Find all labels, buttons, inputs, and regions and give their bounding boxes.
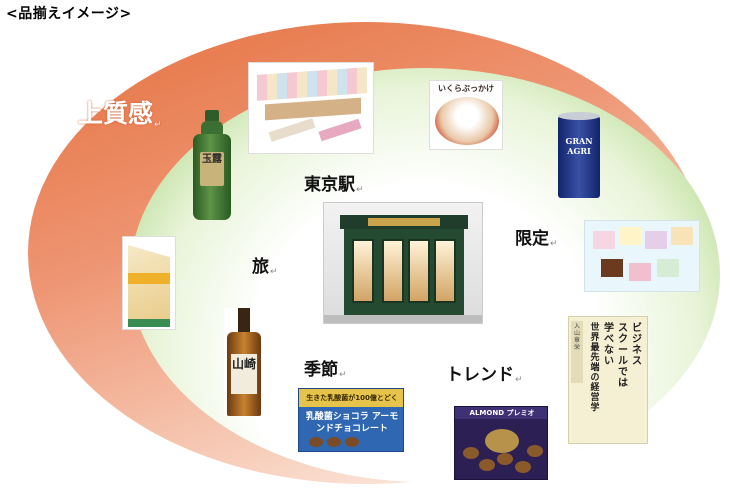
return-mark: ↵	[339, 370, 347, 380]
almond-title: ALMOND プレミオ	[455, 407, 547, 419]
almond-piece	[515, 461, 531, 473]
dish-title: いくらぶっかけ	[438, 84, 494, 93]
label-premium: 上質感↵	[78, 99, 162, 130]
return-mark: ↵	[270, 267, 278, 277]
can-brand: GRAN AGRI	[565, 136, 593, 156]
whisky-neck	[238, 308, 250, 334]
book-title-col: 学べない	[604, 323, 614, 367]
book-author-bar	[571, 321, 583, 383]
cake-piece	[629, 263, 651, 281]
tokyo-station-shop-image	[323, 202, 483, 324]
product-sandwich	[122, 236, 176, 330]
almond-piece	[497, 453, 513, 465]
cake-piece	[601, 259, 623, 277]
product-limited-cakes	[584, 220, 700, 292]
bottle-neck	[201, 121, 223, 135]
product-green-tea-bottle: 玉露	[191, 110, 233, 222]
choco-piece	[345, 437, 359, 447]
book-title-col: ビジネス	[632, 323, 642, 367]
cake-piece	[671, 227, 693, 245]
page-heading: <品揃えイメージ>	[6, 6, 132, 22]
choco-piece	[327, 437, 341, 447]
sandwich-filling	[128, 273, 170, 284]
rice-bowl	[435, 97, 499, 145]
cake-piece	[645, 231, 667, 249]
return-mark: ↵	[515, 375, 523, 385]
shop-sign	[368, 218, 440, 226]
whisky-label: 山崎	[231, 354, 257, 394]
label-season: 季節↵	[304, 360, 347, 380]
sweets-wafer	[318, 118, 362, 142]
almond-badge	[485, 429, 519, 453]
choco-name: 乳酸菌ショコラ アーモンドチョコレート	[305, 412, 399, 434]
label-travel: 旅↵	[252, 257, 278, 277]
sweets-package	[257, 67, 367, 101]
bottle-label: 玉露	[200, 152, 224, 186]
shop-window	[382, 239, 404, 303]
book-title-col: 世界最先端の経営学	[590, 323, 600, 413]
cake-piece	[619, 227, 641, 245]
product-beer-can: GRAN AGRI	[556, 112, 602, 198]
sweets-tray	[265, 97, 361, 121]
choco-top-banner: 生きた乳酸菌が100億とどく	[299, 389, 403, 407]
return-mark: ↵	[154, 120, 162, 130]
can-body	[558, 116, 600, 198]
product-business-book: 入山章栄 ビジネス スクールでは 学べない 世界最先端の経営学	[568, 316, 648, 444]
cake-piece	[657, 259, 679, 277]
sandwich-tag	[128, 319, 170, 327]
shop-floor	[324, 315, 482, 323]
almond-piece	[479, 459, 495, 471]
product-ikura-rice: いくらぶっかけ	[429, 80, 503, 150]
shop-window	[434, 239, 456, 303]
label-tokyo-station: 東京駅↵	[304, 175, 364, 195]
can-top	[558, 112, 600, 120]
return-mark: ↵	[550, 239, 558, 249]
sweets-wafer	[268, 118, 316, 142]
shop-window	[408, 239, 430, 303]
product-chocolate-box: 生きた乳酸菌が100億とどく 乳酸菌ショコラ アーモンドチョコレート	[298, 388, 404, 452]
bottle-cap	[205, 110, 219, 122]
almond-piece	[463, 447, 479, 459]
product-whisky-bottle: 山崎	[224, 308, 264, 416]
almond-piece	[527, 445, 543, 457]
choco-piece	[309, 437, 323, 447]
book-author: 入山章栄	[573, 323, 580, 351]
book-title-col: スクールでは	[618, 323, 628, 389]
product-sweets-box	[248, 62, 374, 154]
product-almond-premium: ALMOND プレミオ	[454, 406, 548, 480]
label-limited: 限定↵	[515, 229, 558, 249]
cake-piece	[593, 231, 615, 249]
shop-window	[352, 239, 374, 303]
label-trend: トレンド↵	[446, 365, 523, 385]
return-mark: ↵	[356, 185, 364, 195]
